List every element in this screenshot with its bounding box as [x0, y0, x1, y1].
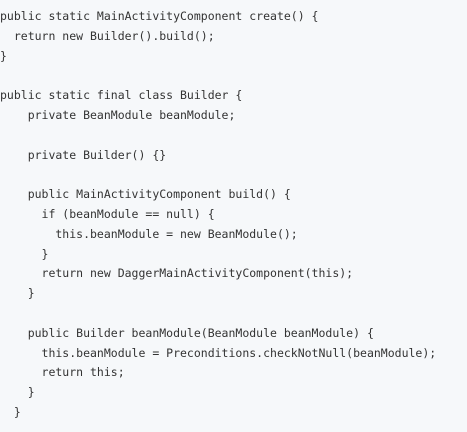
code-line-21: } — [0, 404, 21, 419]
code-line-12: this.beanModule = new BeanModule(); — [0, 226, 298, 241]
code-line-19: return this; — [0, 365, 125, 380]
code-line-10: public MainActivityComponent build() { — [0, 187, 291, 202]
code-line-6: private BeanModule beanModule; — [0, 107, 236, 122]
code-line-17: public Builder beanModule(BeanModule bea… — [0, 325, 374, 340]
code-line-13: } — [0, 246, 49, 261]
code-line-18: this.beanModule = Preconditions.checkNot… — [0, 345, 437, 360]
code-line-3: } — [0, 48, 7, 63]
code-line-4 — [0, 66, 467, 86]
code-line-14: return new DaggerMainActivityComponent(t… — [0, 266, 354, 281]
code-line-7 — [0, 126, 467, 146]
code-line-20: } — [0, 385, 35, 400]
code-line-15: } — [0, 286, 35, 301]
code-line-9 — [0, 165, 467, 185]
code-line-8: private Builder() {} — [0, 147, 167, 162]
code-line-16 — [0, 304, 467, 324]
code-line-11: if (beanModule == null) { — [0, 206, 215, 221]
code-line-1: public static MainActivityComponent crea… — [0, 9, 319, 23]
code-line-2: return new Builder().build(); — [0, 28, 215, 43]
code-line-5: public static final class Builder { — [0, 88, 243, 103]
